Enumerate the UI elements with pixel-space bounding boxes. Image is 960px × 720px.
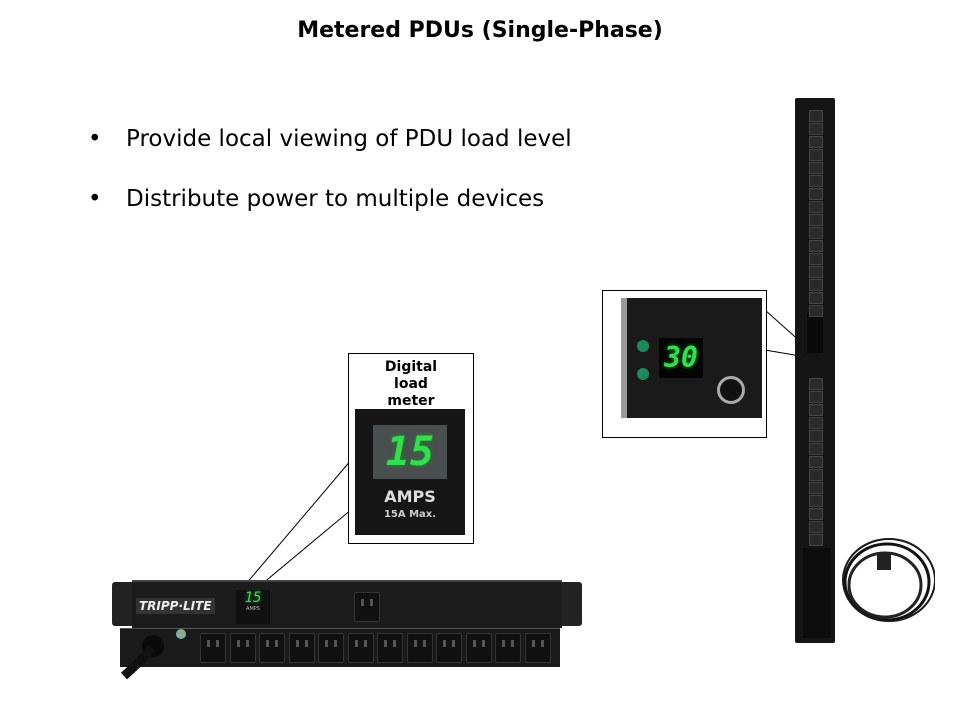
vertical-outlet xyxy=(809,469,823,481)
outlet xyxy=(229,633,256,663)
led-indicator xyxy=(637,340,649,352)
vertical-outlet xyxy=(809,201,823,213)
pdu-meter-value: 15 xyxy=(244,590,262,606)
brand-logo: TRIPP·LITE xyxy=(136,598,215,614)
meter-unit: AMPS xyxy=(384,487,436,506)
vertical-meter-value: 30 xyxy=(664,341,698,374)
vertical-outlet xyxy=(809,149,823,161)
pdu-front-panel: TRIPP·LITE 15 AMPS xyxy=(132,580,562,628)
vertical-outlet xyxy=(809,136,823,148)
vertical-pdu-base xyxy=(803,548,831,638)
vertical-outlet xyxy=(809,495,823,507)
vertical-outlet xyxy=(809,123,823,135)
coiled-cord xyxy=(842,538,935,622)
vertical-outlet xyxy=(809,482,823,494)
bullet-text: Distribute power to multiple devices xyxy=(126,186,545,212)
meter-rating: 15A Max. xyxy=(383,509,437,520)
vertical-outlet xyxy=(809,110,823,122)
vertical-outlet xyxy=(809,521,823,533)
vertical-outlet xyxy=(809,175,823,187)
meter-photo: 15 AMPS 15A Max. xyxy=(355,409,465,535)
digital-meter-callout: Digital load meter 15 AMPS 15A Max. xyxy=(348,353,474,544)
pdu-meter-unit: AMPS xyxy=(246,606,260,612)
vertical-outlet xyxy=(809,188,823,200)
top-outlet xyxy=(354,592,380,622)
vertical-outlet xyxy=(809,430,823,442)
rack-ear-right xyxy=(560,582,582,626)
select-knob xyxy=(717,376,745,404)
slide-title: Metered PDUs (Single-Phase) xyxy=(297,18,663,43)
meter-display: 15 xyxy=(373,425,447,479)
vertical-outlet xyxy=(809,443,823,455)
bullet-list: •Provide local viewing of PDU load level… xyxy=(88,126,572,246)
vertical-outlet xyxy=(809,404,823,416)
vertical-outlet xyxy=(809,417,823,429)
outlet xyxy=(347,633,374,663)
vertical-outlet xyxy=(809,266,823,278)
outlet xyxy=(377,633,403,663)
vertical-outlet xyxy=(809,534,823,546)
outlet xyxy=(406,633,433,663)
callout-line xyxy=(233,458,353,599)
bullet-item: •Provide local viewing of PDU load level xyxy=(88,126,572,152)
vertical-outlet xyxy=(809,456,823,468)
outlet xyxy=(318,633,344,663)
outlet xyxy=(524,633,551,663)
vertical-outlet xyxy=(809,279,823,291)
rack-ear-left xyxy=(112,582,134,626)
pdu-meter: 15 AMPS xyxy=(236,590,270,624)
power-cord xyxy=(121,645,156,680)
vertical-outlet xyxy=(809,508,823,520)
vertical-meter-callout: 30 xyxy=(602,290,767,438)
vertical-outlet xyxy=(809,240,823,252)
vertical-outlet xyxy=(809,305,823,317)
outlet xyxy=(288,633,315,663)
horizontal-pdu: TRIPP·LITE 15 AMPS xyxy=(112,580,582,680)
vertical-outlet xyxy=(809,391,823,403)
outlet xyxy=(465,633,492,663)
outlet xyxy=(259,633,285,663)
outlet xyxy=(436,633,462,663)
led-indicator xyxy=(637,368,649,380)
vertical-outlet xyxy=(809,162,823,174)
bullet-item: •Distribute power to multiple devices xyxy=(88,186,545,212)
bullet-text: Provide local viewing of PDU load level xyxy=(126,126,572,152)
outlet xyxy=(495,633,521,663)
vertical-pdu-meter xyxy=(807,313,823,353)
vertical-outlet xyxy=(809,292,823,304)
vertical-pdu xyxy=(795,98,835,643)
vertical-outlet xyxy=(809,378,823,390)
vertical-outlet xyxy=(809,214,823,226)
vertical-meter-display: 30 xyxy=(659,338,703,378)
breaker-button xyxy=(176,629,186,639)
meter-value: 15 xyxy=(385,429,435,475)
vertical-outlet xyxy=(809,253,823,265)
callout-label: Digital load meter xyxy=(384,359,438,409)
outlet-row xyxy=(120,628,560,667)
vertical-outlet xyxy=(809,227,823,239)
outlet xyxy=(200,633,226,663)
vertical-meter-photo: 30 xyxy=(621,298,762,418)
